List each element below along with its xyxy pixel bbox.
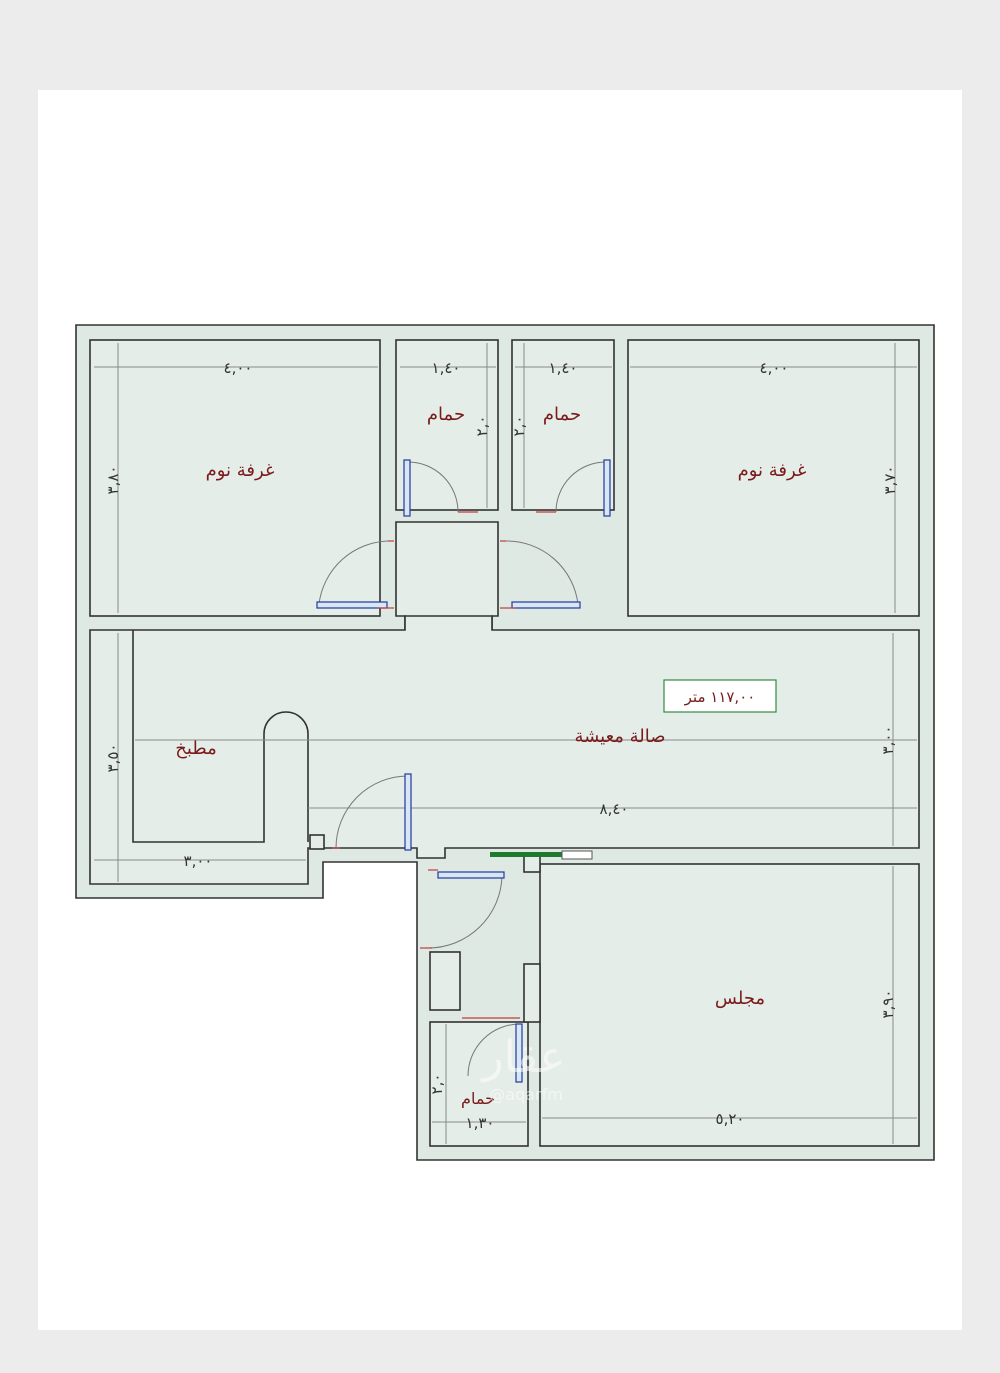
dim-bath-1-height: ٢,٠	[473, 416, 491, 437]
bath-3-label: حمام	[461, 1089, 495, 1108]
area-badge	[663, 679, 777, 713]
dim-bath-2-width: ١,٤٠	[549, 359, 578, 377]
watermark-handle: @aqarfm	[489, 1085, 563, 1104]
dim-bath-3-width: ١,٣٠	[466, 1114, 495, 1132]
dim-bath-2-height: ٢,٠	[510, 416, 528, 437]
watermark-brand: عقار	[480, 1032, 565, 1083]
area-label: ١١٧,٠٠ متر	[684, 688, 756, 706]
shaft-room	[429, 951, 461, 1011]
dim-living-length: ٨,٤٠	[600, 800, 629, 818]
majlis-label: مجلس	[715, 988, 765, 1009]
dim-bath-3-height: ٢,٠	[428, 1074, 446, 1095]
dim-living-height: ٣,٠٠	[879, 726, 897, 755]
bedroom-left-room	[89, 339, 381, 617]
kitchen-counter	[132, 630, 309, 843]
majlis-room	[539, 863, 920, 1147]
corridor-room	[395, 521, 499, 631]
dim-kitchen-width: ٣,٠٠	[184, 852, 213, 870]
bath-1-room	[395, 339, 499, 511]
dim-bedroom-left-width: ٤,٠٠	[224, 359, 253, 377]
bedroom-left-label: غرفة نوم	[206, 460, 275, 481]
dim-bedroom-right-width: ٤,٠٠	[760, 359, 789, 377]
dim-bedroom-left-height: ٣,٨٠	[104, 466, 122, 495]
bath-2-room	[511, 339, 615, 511]
wall-stub	[309, 834, 325, 850]
dim-majlis-width: ٥,٢٠	[716, 1110, 745, 1128]
doors	[316, 459, 611, 1083]
bath-2-label: حمام	[543, 404, 581, 425]
bedroom-right-room	[627, 339, 920, 617]
dim-bedroom-right-height: ٣,٧٠	[881, 466, 899, 495]
dim-kitchen-height: ٣,٥٠	[104, 744, 122, 773]
window-frame	[561, 850, 593, 860]
dim-bath-1-width: ١,٤٠	[432, 359, 461, 377]
bedroom-right-label: غرفة نوم	[738, 460, 807, 481]
living-label: صالة معيشة	[574, 726, 665, 747]
lobby-wall	[523, 963, 541, 1023]
window-bar	[490, 852, 562, 857]
bath-1-label: حمام	[427, 404, 465, 425]
dim-majlis-height: ٣,٩٠	[879, 990, 897, 1019]
kitchen-label: مطبخ	[175, 738, 216, 759]
